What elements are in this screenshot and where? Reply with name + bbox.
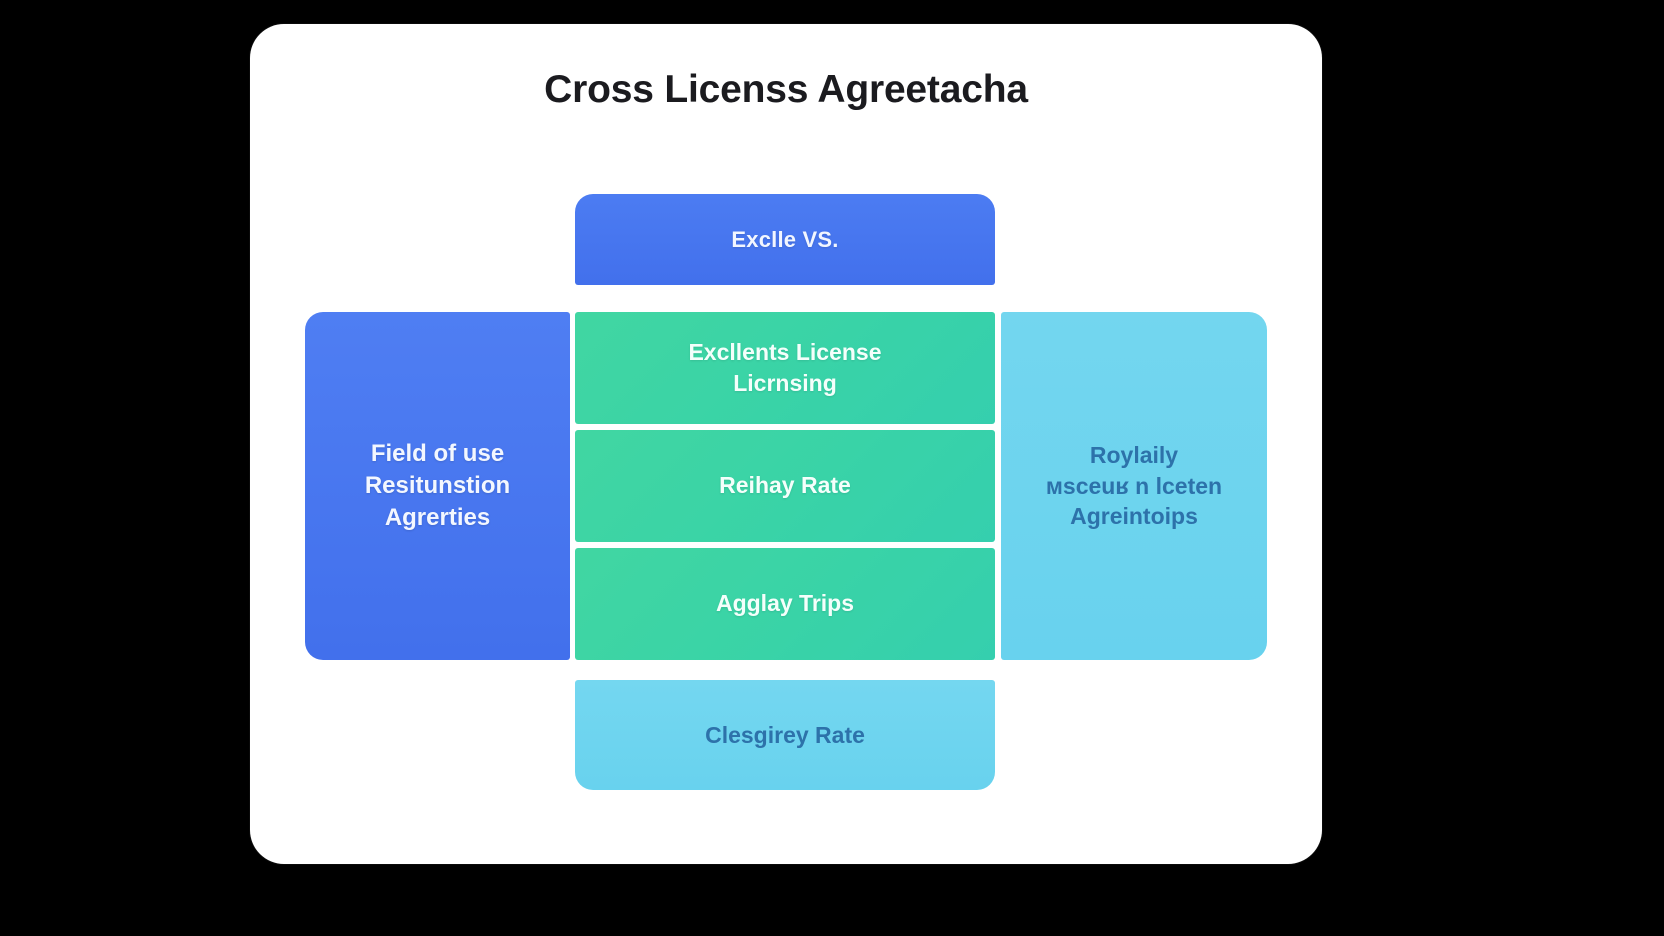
cross-license-diagram: Exclle VS. Field of use Resitunstion Agr… — [305, 172, 1267, 792]
center-box-agglay-trips-label: Agglay Trips — [715, 590, 855, 617]
diagram-card: Cross Licenss Agreetacha Exclle VS. Fiel… — [250, 24, 1322, 864]
center-box-licensing[interactable]: Excllents License Licrnsing — [575, 312, 995, 424]
bottom-bar-label: Clesgirey Rate — [705, 721, 865, 748]
center-column: Excllents License Licrnsing Reihay Rate … — [575, 312, 995, 660]
bottom-bar-clesgirey-rate[interactable]: Clesgirey Rate — [575, 680, 995, 790]
left-panel-label: Field of use Resitunstion Agrerties — [364, 440, 511, 531]
top-bar-exclusive-vs[interactable]: Exclle VS. — [575, 194, 995, 285]
center-box-agglay-trips[interactable]: Agglay Trips — [575, 548, 995, 660]
diagram-middle-row: Field of use Resitunstion Agrerties Excl… — [305, 312, 1267, 660]
center-box-royalty-rate[interactable]: Reihay Rate — [575, 430, 995, 542]
top-bar-label: Exclle VS. — [731, 226, 839, 252]
page-title: Cross Licenss Agreetacha — [544, 68, 1028, 111]
center-box-licensing-label: Excllents License Licrnsing — [688, 338, 882, 396]
right-panel-royalty[interactable]: Roylaily мsceuʁ n lceten Agreintoips — [1001, 312, 1267, 660]
left-panel-field-of-use[interactable]: Field of use Resitunstion Agrerties — [305, 312, 570, 660]
center-box-royalty-rate-label: Reihay Rate — [719, 472, 851, 499]
right-panel-label: Roylaily мsceuʁ n lceten Agreintoips — [1045, 441, 1223, 530]
